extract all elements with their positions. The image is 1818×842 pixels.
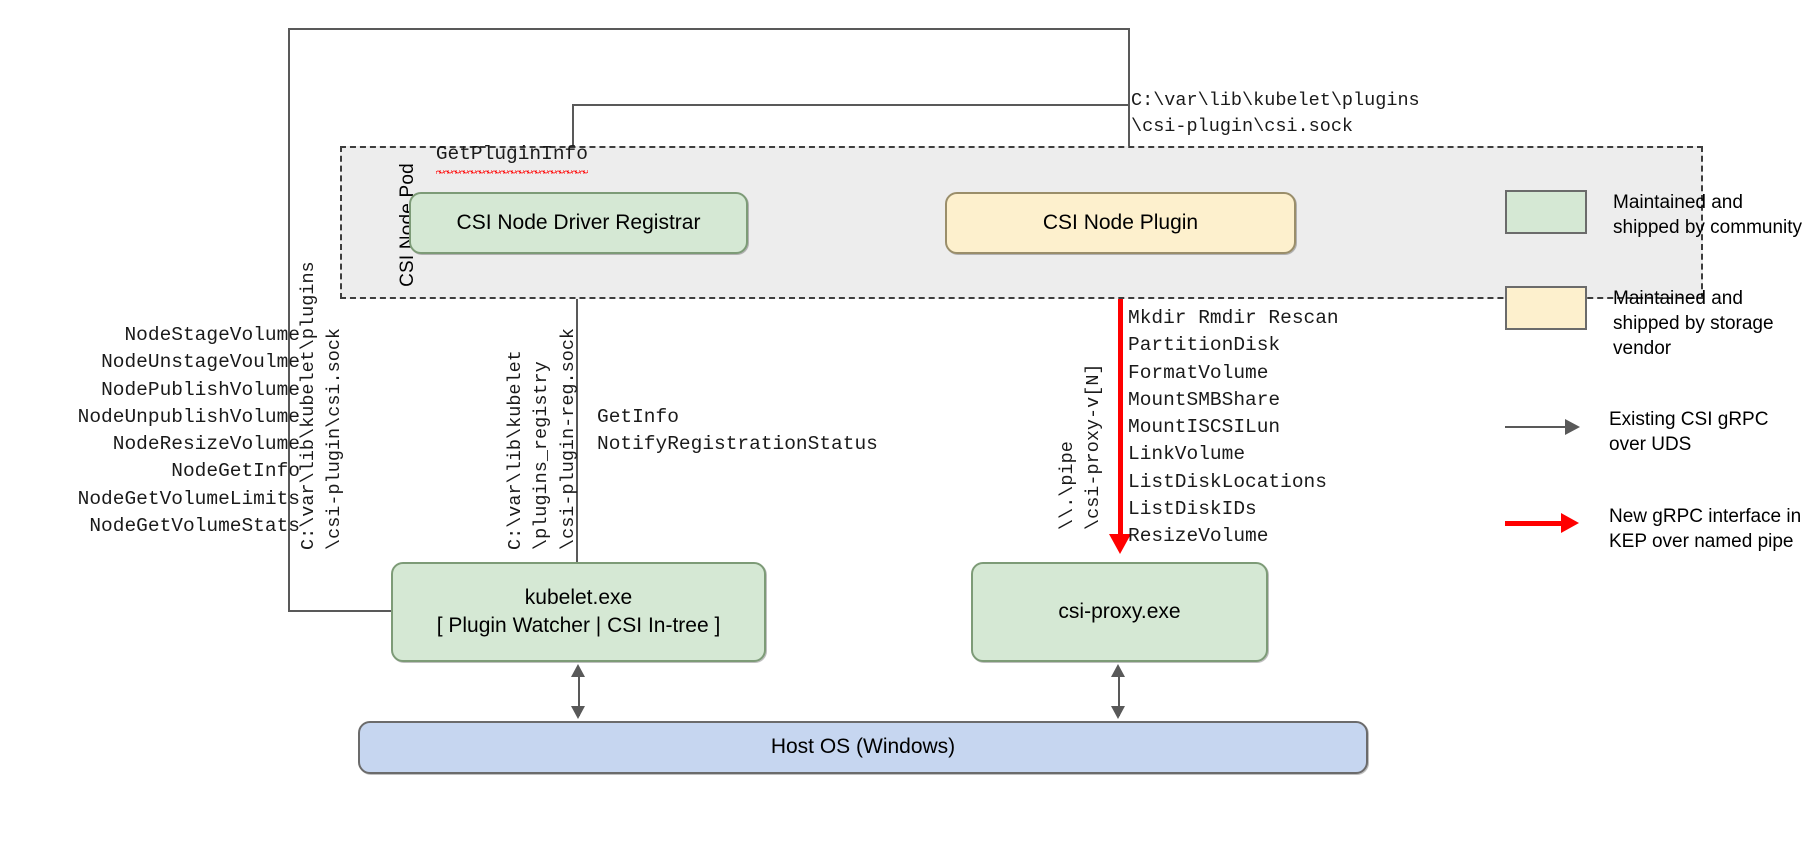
legend-label-storage-vendor: Maintained and shipped by storage vendor [1613,288,1774,360]
node-host-os[interactable]: Host OS (Windows) [358,721,1368,774]
label-csi-proxy-calls: Mkdir Rmdir Rescan PartitionDisk FormatV… [1128,307,1339,548]
label-registrar-socket-path: C:\var\lib\kubelet\plugins \csi-plugin\c… [298,261,346,550]
arrowhead-kubelet-up [571,664,585,677]
node-kubelet-exe-label: kubelet.exe [524,585,633,609]
legend: Maintained and shipped by community Main… [1505,190,1805,600]
node-csi-node-plugin[interactable]: CSI Node Plugin [945,192,1296,254]
arrowhead-csiproxy-up [1111,664,1125,677]
connector-kubelet-to-plugin-top [288,28,1130,30]
legend-arrow-existing-grpc-icon [1505,407,1583,447]
connector-nodeplugin-to-csiproxy-red [1118,254,1123,538]
arrowhead-hostos-down-left [571,706,585,719]
legend-swatch-storage-vendor [1505,286,1587,331]
arrowhead-hostos-down-right [1111,706,1125,719]
legend-item-community: Maintained and shipped by community [1505,190,1805,240]
node-csi-node-driver-registrar[interactable]: CSI Node Driver Registrar [409,192,748,254]
node-csi-proxy-exe-label: csi-proxy.exe [1058,599,1181,623]
legend-label-existing-grpc: Existing CSI gRPC over UDS [1609,409,1769,456]
node-csi-node-driver-registrar-label: CSI Node Driver Registrar [456,210,701,234]
label-node-service-calls: NodeStageVolume NodeUnstageVoulme NodePu… [77,324,300,538]
legend-label-new-grpc: New gRPC interface in KEP over named pip… [1609,505,1802,552]
legend-item-storage-vendor: Maintained and shipped by storage vendor [1505,286,1805,361]
label-get-plugin-info: GetPluginInfo [389,114,589,196]
legend-label-community: Maintained and shipped by community [1613,192,1803,239]
connector-kubelet-to-registrar [576,268,578,564]
legend-item-new-grpc: New gRPC interface in KEP over named pip… [1505,504,1805,554]
node-kubelet-exe[interactable]: kubelet.exe [ Plugin Watcher | CSI In-tr… [391,562,766,662]
connector-csiproxy-to-hostos [1118,668,1120,716]
label-registry-socket-path: C:\var\lib\kubelet \plugins_registry \cs… [505,327,579,550]
node-csi-node-plugin-label: CSI Node Plugin [1042,210,1199,234]
arrowhead-into-csiproxy-red [1109,534,1131,554]
label-get-plugin-info-text: GetPluginInfo [435,141,589,174]
connector-kubelet-left-stub [288,610,393,612]
node-csi-proxy-exe[interactable]: csi-proxy.exe [971,562,1268,662]
connector-plugin-drop-vertical [1128,28,1130,192]
connector-getplugininfo-top [572,104,1130,106]
legend-arrow-new-grpc-icon [1505,504,1583,544]
label-csi-plugin-socket-path: C:\var\lib\kubelet\plugins \csi-plugin\c… [1131,90,1420,138]
label-registration-calls: GetInfo NotifyRegistrationStatus [597,406,878,456]
connector-kubelet-to-hostos [578,668,580,716]
connector-kubelet-to-plugin-vertical-left [288,28,290,610]
node-kubelet-exe-sublabel: [ Plugin Watcher | CSI In-tree ] [436,614,721,637]
legend-item-existing-grpc: Existing CSI gRPC over UDS [1505,407,1805,457]
label-named-pipe-path: \\.\pipe \csi-proxy-v[N] [1057,363,1105,530]
legend-swatch-community [1505,190,1587,234]
node-host-os-label: Host OS (Windows) [770,735,956,759]
